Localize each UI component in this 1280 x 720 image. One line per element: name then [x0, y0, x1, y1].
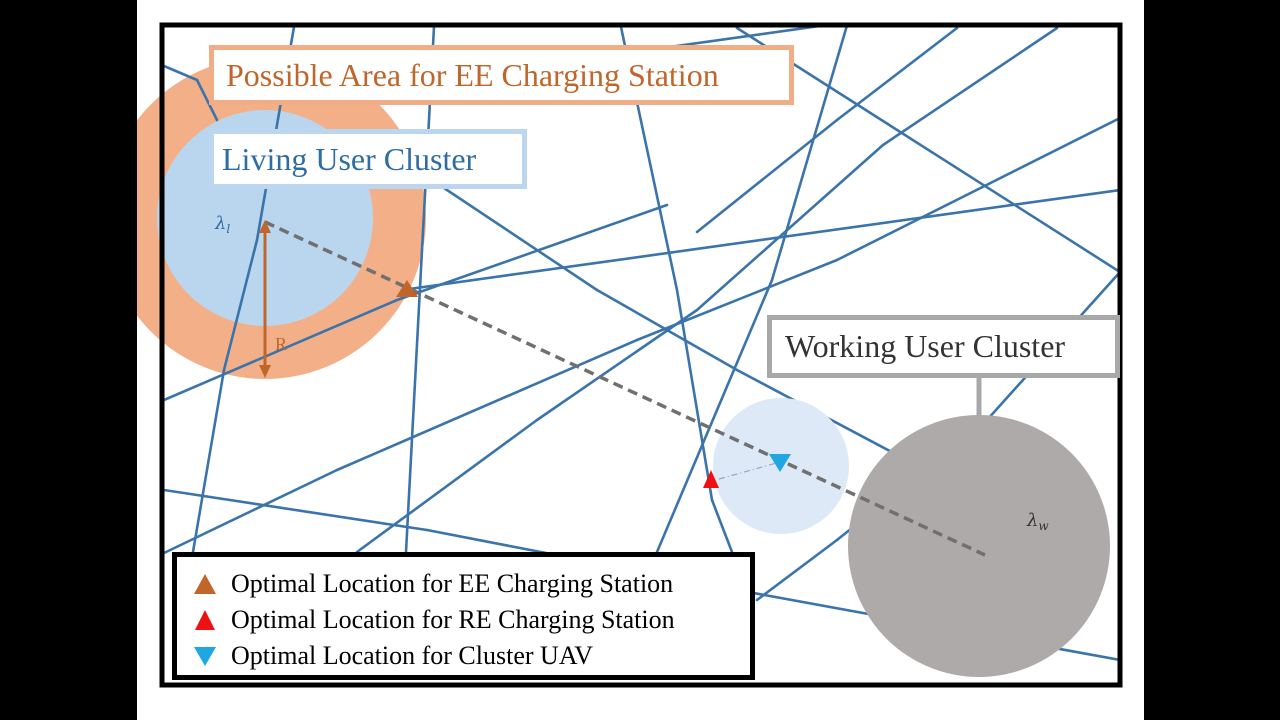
possible-area-label: Possible Area for EE Charging Station [209, 45, 794, 105]
lambda-l-label: λl [214, 213, 230, 236]
road-segment [695, 118, 839, 234]
road-segment [695, 143, 885, 312]
diagram-frame [159, 22, 1123, 688]
slide: λl R λw Possible Area for EE Charging St… [137, 0, 1144, 720]
road-segment [655, 278, 774, 554]
road-segment [881, 26, 1059, 147]
road-segment [162, 468, 339, 555]
radius-arrow [259, 220, 271, 378]
triangle-up-icon [194, 574, 216, 594]
legend-item-uav: Optimal Location for Cluster UAV [191, 638, 750, 674]
legend: Optimal Location for EE Charging Station… [172, 552, 755, 680]
road-segment [735, 26, 1120, 274]
triangle-up-icon [195, 610, 215, 630]
road-segment [162, 298, 399, 402]
working-cluster-label: Working User Cluster [767, 315, 1120, 378]
road-segment [710, 498, 734, 554]
road-segment [755, 538, 839, 602]
legend-label: Optimal Location for EE Charging Station [231, 569, 674, 598]
road-segment [335, 338, 639, 472]
road-segment [222, 238, 259, 372]
uav-marker [769, 454, 791, 472]
road-segment [162, 488, 429, 532]
triangle-down-icon [194, 647, 216, 666]
legend-item-re: Optimal Location for RE Charging Station [191, 602, 750, 638]
road-segment [835, 26, 959, 122]
lambda-w-label: λw [1026, 510, 1049, 533]
road-segment [635, 258, 839, 342]
re-uav-link [718, 461, 781, 480]
road-segment [400, 188, 1120, 292]
road-segment [835, 116, 1120, 262]
road-segment [191, 368, 226, 554]
legend-label: Optimal Location for Cluster UAV [231, 641, 594, 670]
radius-label: R [275, 334, 287, 354]
road-segment [395, 203, 669, 302]
legend-label: Optimal Location for RE Charging Station [231, 605, 675, 634]
road-segment [195, 78, 219, 122]
living-cluster-label: Living User Cluster [209, 129, 527, 189]
cluster-center-link [264, 220, 986, 557]
working-cluster-circle [848, 415, 1110, 677]
legend-item-ee: Optimal Location for EE Charging Station [191, 566, 750, 602]
re-station-marker [703, 470, 719, 488]
road-segment [535, 308, 699, 422]
road-segment [404, 248, 424, 554]
road-segment [675, 288, 714, 502]
road-segment [355, 418, 539, 554]
ee-station-marker [396, 280, 418, 297]
road-segment [162, 64, 199, 82]
